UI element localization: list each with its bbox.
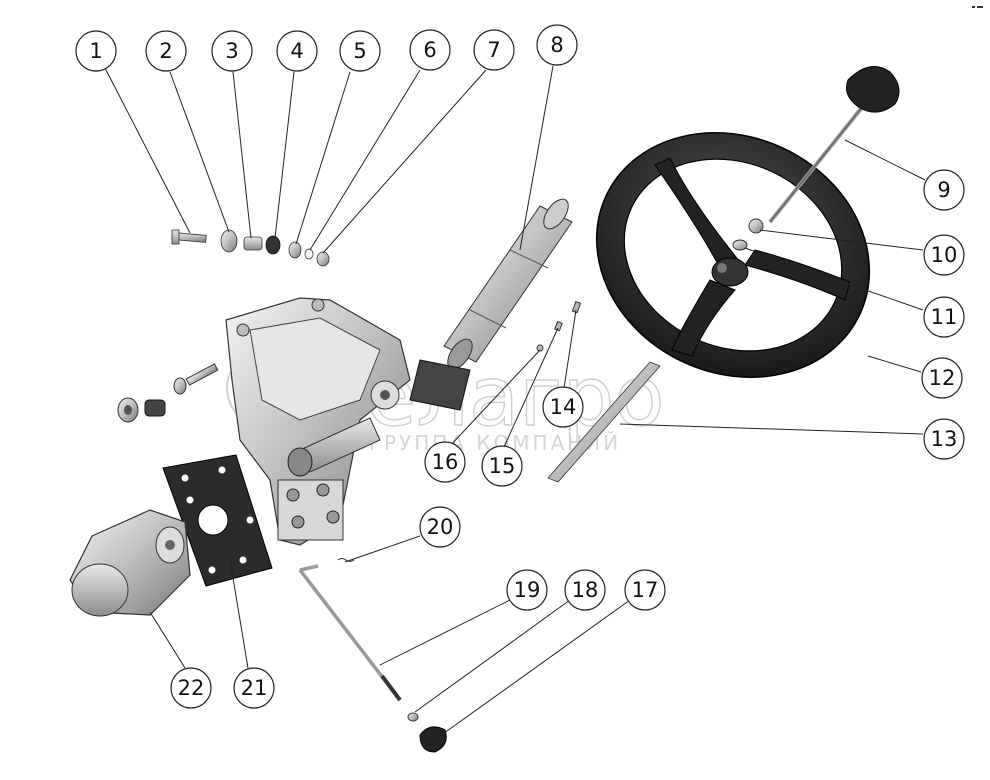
callout-20: 20 (419, 506, 461, 548)
callout-17: 17 (624, 569, 666, 611)
part-washer-11 (732, 239, 748, 251)
part-rod-13 (547, 361, 661, 483)
part-nut-10 (748, 218, 764, 234)
callout-12: 12 (921, 357, 963, 399)
part-bolt-1 (171, 229, 207, 245)
callout-label-20: 20 (427, 515, 454, 539)
callout-15: 15 (481, 445, 523, 487)
part-spring-20 (337, 558, 355, 562)
part-hydraulic-unit-22 (69, 509, 191, 617)
part-sleeve-3 (243, 236, 263, 251)
part-knob-17 (419, 726, 447, 753)
callout-label-5: 5 (353, 39, 366, 63)
part-rod-19 (298, 564, 402, 702)
part-nut-18 (407, 712, 419, 722)
callout-7: 7 (473, 29, 515, 71)
callout-22: 22 (170, 667, 212, 709)
part-bracket-housing (225, 297, 411, 546)
callout-label-22: 22 (178, 676, 205, 700)
part-ball-16 (536, 344, 544, 352)
callout-11: 11 (923, 296, 965, 338)
part-nut-7 (316, 251, 330, 267)
part-pin-14 (571, 300, 582, 314)
callout-label-10: 10 (931, 243, 958, 267)
part-steering-column-8 (443, 198, 573, 370)
callout-14: 14 (542, 386, 584, 428)
callout-label-16: 16 (432, 450, 459, 474)
part-universal-joint (287, 359, 471, 477)
callout-19: 19 (506, 569, 548, 611)
part-knob-rod-9 (768, 66, 900, 224)
callout-label-15: 15 (489, 454, 516, 478)
callout-1: 1 (75, 30, 117, 72)
callout-8: 8 (536, 24, 578, 66)
callout-5: 5 (339, 30, 381, 72)
callout-label-14: 14 (550, 395, 577, 419)
callout-label-9: 9 (937, 178, 950, 202)
callout-label-17: 17 (632, 578, 659, 602)
callout-16: 16 (424, 441, 466, 483)
callout-label-3: 3 (225, 39, 238, 63)
callout-label-8: 8 (550, 33, 563, 57)
callout-13: 13 (923, 418, 965, 460)
callout-9: 9 (923, 169, 965, 211)
callout-label-6: 6 (423, 38, 436, 62)
callout-label-13: 13 (931, 427, 958, 451)
callout-label-11: 11 (931, 305, 958, 329)
part-bearing-4 (265, 235, 281, 255)
callout-label-7: 7 (487, 38, 500, 62)
callout-label-12: 12 (929, 366, 956, 390)
callout-label-4: 4 (290, 39, 303, 63)
callout-10: 10 (923, 234, 965, 276)
part-mounting-plate-21 (162, 454, 273, 587)
part-side-hardware (117, 363, 219, 423)
callout-label-19: 19 (514, 578, 541, 602)
callout-label-21: 21 (241, 676, 268, 700)
part-washer-5 (288, 241, 302, 259)
callout-3: 3 (211, 30, 253, 72)
callout-label-1: 1 (89, 39, 102, 63)
callout-18: 18 (564, 569, 606, 611)
callout-21: 21 (233, 667, 275, 709)
callout-label-18: 18 (572, 578, 599, 602)
callout-label-2: 2 (159, 39, 172, 63)
corner-mark-icon (972, 6, 983, 8)
callout-6: 6 (409, 29, 451, 71)
callout-4: 4 (276, 30, 318, 72)
part-nut-2 (220, 229, 238, 253)
part-ring-6 (304, 248, 314, 260)
part-pin-15 (554, 320, 563, 332)
part-steering-wheel-12 (595, 132, 871, 378)
leader-lines (104, 65, 926, 737)
callouts: 1 2 3 4 5 6 7 8 9 10 11 12 13 14 15 16 1… (75, 24, 965, 709)
callout-2: 2 (145, 30, 187, 72)
parts (69, 66, 900, 753)
